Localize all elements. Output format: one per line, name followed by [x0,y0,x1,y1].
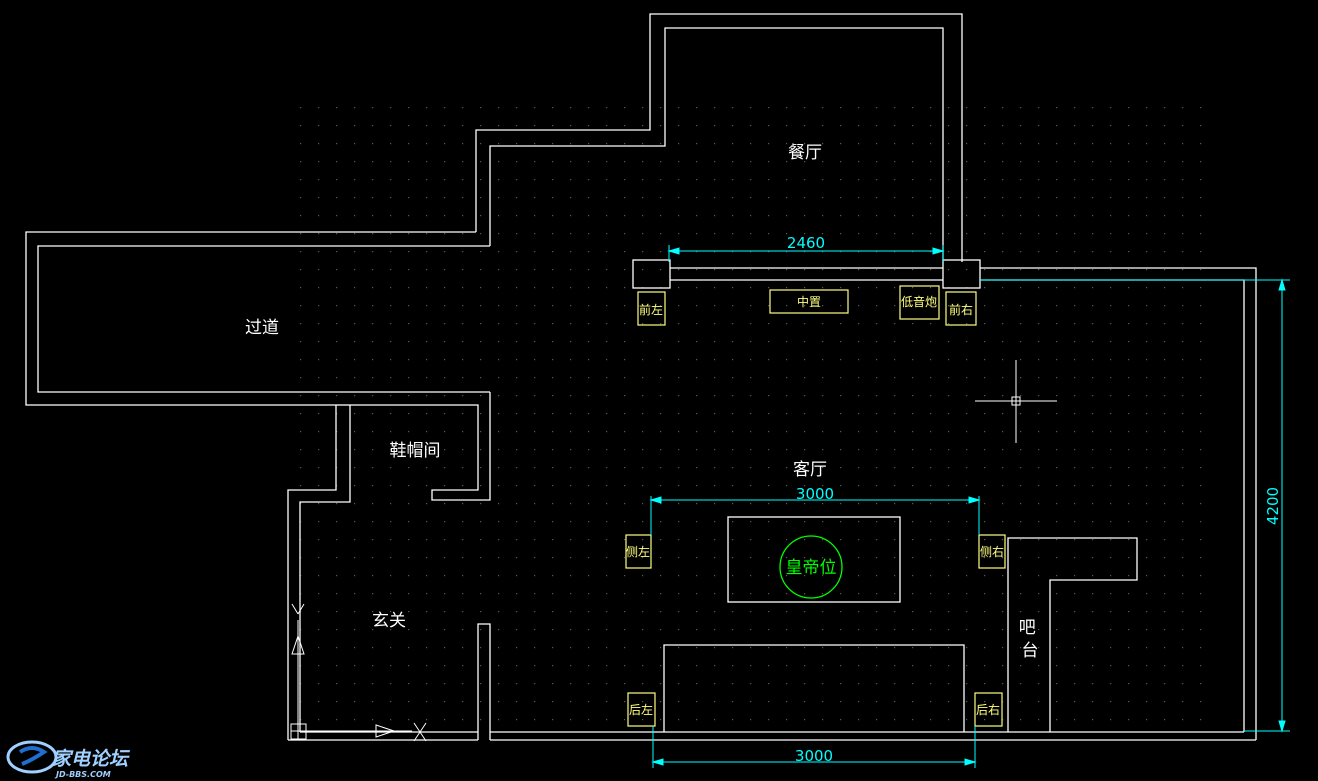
watermark-logo: 家电论坛 JD-BBS.COM [6,740,131,779]
speaker-side-right-label: 侧右 [980,544,1004,559]
dimension-room-depth: 4200 [1264,487,1282,525]
speaker-center-box [769,289,849,314]
room-label-cloakroom: 鞋帽间 [390,441,441,461]
speaker-subwoofer-box [899,285,940,320]
speaker-rear-right-box [974,692,1003,727]
watermark-url: JD-BBS.COM [54,770,111,779]
sofa [663,644,965,732]
room-label-bar: 吧 台 [1019,618,1041,661]
living-wall-outer [980,267,1257,740]
speaker-front-right-box [945,291,977,326]
speaker-side-right-box [978,534,1006,569]
cloakroom-wall-right [350,392,491,501]
speaker-front-right-label: 前右 [949,302,973,317]
dining-wall-outer [475,13,963,262]
dimension-front-width: 2460 [787,234,825,252]
speaker-center-label: 中置 [797,294,821,309]
room-label-living: 客厅 [793,460,827,480]
dimension-rear-width: 3000 [795,747,833,765]
ucs-axis-icon [290,603,427,742]
dimension-side-width: 3000 [796,485,834,503]
watermark-name: 家电论坛 [52,748,131,770]
speaker-boxes [625,285,1006,727]
seat-circle [779,535,843,599]
column-left [632,259,671,289]
column-right [942,259,981,289]
room-label-corridor: 过道 [245,318,279,338]
room-label-foyer: 玄关 [372,611,406,631]
speaker-side-left-box [625,534,652,569]
speaker-subwoofer-label: 低音炮 [901,294,937,309]
corridor-wall-inner [37,245,490,393]
cloakroom-wall-left-outer [287,405,337,740]
speaker-rear-right-label: 后右 [976,702,1000,717]
seat-label: 皇帝位 [786,558,837,578]
coffee-table [727,516,901,603]
bar-counter [1007,537,1138,732]
room-label-dining: 餐厅 [788,143,822,163]
speaker-front-left-label: 前左 [639,302,663,317]
walls [25,13,1257,741]
corridor-wall-outer [25,231,476,406]
dining-wall-inner [489,27,944,262]
speaker-side-left-label: 侧左 [626,544,650,559]
cloakroom-wall-left-inner [299,405,351,732]
speaker-front-left-box [637,291,666,326]
crosshair-cursor-icon [975,360,1057,443]
speaker-rear-left-box [627,692,656,727]
snap-grid [298,105,1208,735]
speaker-rear-left-label: 后左 [629,702,653,717]
foyer-stub-wall [477,623,491,740]
dimension-lines [649,245,1290,768]
